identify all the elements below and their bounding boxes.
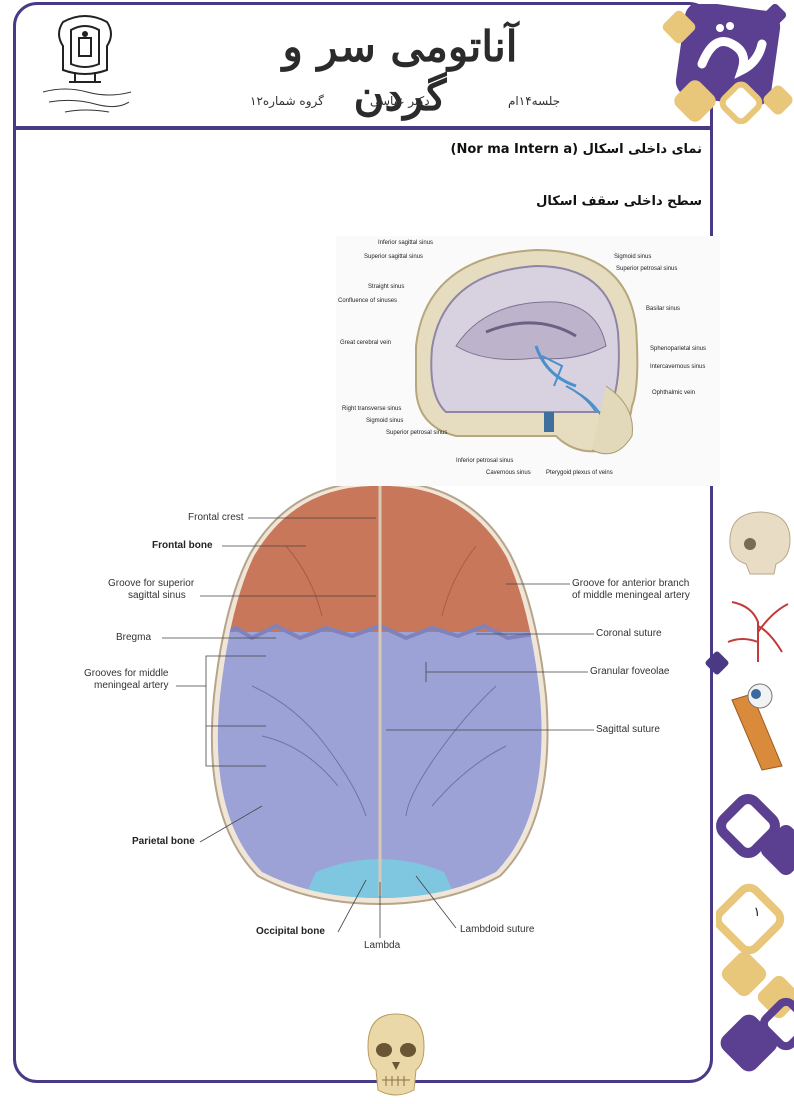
label-straight-sinus: Straight sinus	[368, 284, 405, 290]
label-lambdoid-suture: Lambdoid suture	[460, 924, 535, 935]
label-coronal-suture: Coronal suture	[596, 628, 662, 639]
label-confluence-of-sinuses: Confluence of sinuses	[338, 298, 398, 304]
label-right-transverse-sinus: Right transverse sinus	[342, 406, 402, 412]
label-intercavernous-sinus: Intercavernous sinus	[650, 364, 706, 370]
label-cavernous-sinus: Cavernous sinus	[486, 470, 531, 476]
label-lambda: Lambda	[364, 940, 401, 951]
doctor-label: دکتر عباسی	[370, 94, 430, 108]
label-inferior-petrosal-sinus: Inferior petrosal sinus	[456, 458, 514, 464]
label-ophthalmic-vein: Ophthalmic vein	[652, 390, 696, 396]
page-number: ۱	[753, 905, 761, 920]
label-great-cerebral-vein: Great cerebral vein	[340, 340, 392, 346]
label-frontal-bone: Frontal bone	[152, 540, 213, 551]
label-sigmoid-sinus-left: Sigmoid sinus	[366, 418, 404, 424]
group-label: گروه شماره۱۲	[250, 94, 324, 108]
session-label: جلسه۱۴ام	[508, 94, 561, 108]
label-groove-sup-sagittal-2: sagittal sinus	[128, 590, 186, 601]
label-sagittal-suture: Sagittal suture	[596, 724, 660, 735]
section-heading-skull-roof: سطح داخلی سقف اسکال	[536, 194, 702, 209]
page-frame	[13, 2, 713, 1083]
label-grooves-mma-2: meningeal artery	[94, 680, 169, 691]
leader-lines	[162, 517, 594, 938]
label-bregma: Bregma	[116, 632, 152, 643]
section-heading-norma-interna: نمای داخلی اسکال (Nor ma Intern a)	[450, 142, 702, 157]
label-sphenoparietal-sinus: Sphenoparietal sinus	[650, 346, 707, 352]
label-basilar-sinus: Basilar sinus	[646, 306, 681, 312]
label-superior-petrosal-sinus-right: Superior petrosal sinus	[616, 266, 678, 272]
label-pterygoid-plexus: Pterygoid plexus of veins	[546, 470, 613, 476]
label-grooves-mma-1: Grooves for middle	[84, 668, 169, 679]
bottom-skull-image	[364, 1010, 428, 1100]
dural-sinuses-figure: Inferior sagittal sinus Superior sagitta…	[336, 236, 720, 486]
side-skull-image	[720, 508, 794, 578]
label-groove-ant-branch-1: Groove for anterior branch	[572, 578, 690, 589]
label-superior-sagittal-sinus: Superior sagittal sinus	[364, 254, 424, 260]
skull-roof-figure: Frontal crest Frontal bone Groove for su…	[76, 480, 716, 956]
label-granular-foveolae: Granular foveolae	[590, 666, 670, 677]
university-logo	[35, 12, 135, 120]
side-diamond-decor	[713, 790, 794, 1090]
label-superior-petrosal-sinus-left: Superior petrosal sinus	[386, 430, 448, 436]
side-eye-image	[722, 680, 794, 776]
brand-logo	[662, 1, 794, 125]
label-sigmoid-sinus-right: Sigmoid sinus	[614, 254, 652, 260]
page-title: آناتومی سر و گردن	[282, 22, 518, 120]
label-occipital-bone: Occipital bone	[256, 926, 325, 937]
label-parietal-bone: Parietal bone	[132, 836, 195, 847]
label-inferior-sagittal-sinus: Inferior sagittal sinus	[378, 240, 434, 246]
label-groove-ant-branch-2: of middle meningeal artery	[572, 590, 690, 601]
header-divider	[13, 126, 713, 130]
label-frontal-crest: Frontal crest	[188, 512, 244, 523]
side-artery-image	[722, 592, 794, 662]
label-groove-sup-sagittal-1: Groove for superior	[108, 578, 195, 589]
